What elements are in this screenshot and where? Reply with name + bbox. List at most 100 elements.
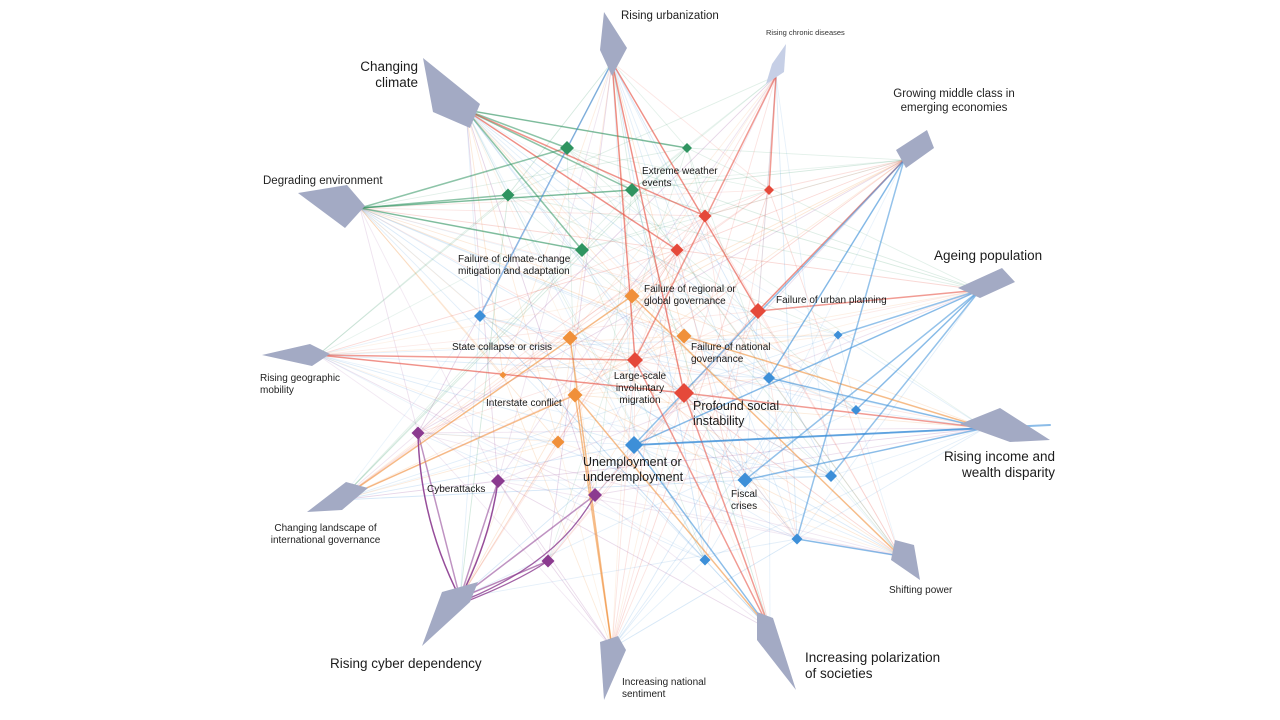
risk-interconnection-line [633, 444, 798, 540]
connection-line-strong [479, 61, 613, 317]
risk-interconnection-line [497, 475, 832, 482]
risk-label-involuntary-migration: Large-scale involuntary migration [613, 371, 667, 406]
risk-interconnection-line [507, 194, 839, 336]
connection-line-faint [317, 354, 635, 446]
connection-line-faint [317, 189, 633, 356]
connection-line-faint [465, 109, 798, 540]
connection-line-faint [359, 207, 635, 446]
risk-diamond-failure-climate [575, 243, 589, 257]
connection-line-faint [465, 109, 770, 379]
risk-diamond-fiscal-crises [737, 472, 753, 488]
risk-interconnection-line [633, 359, 636, 446]
connection-line-faint [686, 147, 981, 291]
connection-line-faint [317, 334, 839, 356]
risk-diamond-eco-e [825, 470, 837, 482]
connection-line-strong [855, 289, 981, 411]
risk-diamond-interstate-conflict [567, 387, 583, 403]
connection-line-faint [611, 61, 770, 191]
connection-line-faint [796, 427, 986, 540]
risk-interconnection-line [547, 335, 685, 562]
connection-line-faint [339, 480, 499, 501]
risk-interconnection-line [757, 310, 798, 540]
connection-line-faint [631, 75, 777, 297]
connection-line-faint [339, 335, 685, 501]
connection-line-faint [465, 109, 481, 317]
connection-line-faint [339, 315, 481, 501]
connection-line-faint [611, 335, 685, 649]
connection-line-faint [317, 315, 481, 356]
connection-line-faint [611, 295, 633, 649]
connection-line-strong [611, 61, 759, 312]
connection-line-faint [359, 207, 633, 297]
connection-line-faint [417, 159, 905, 434]
connection-line-faint [611, 61, 635, 446]
risk-interconnection-line [704, 189, 770, 561]
connection-line-faint [686, 75, 777, 149]
connection-line-faint [611, 61, 832, 477]
risk-interconnection-line [631, 295, 798, 540]
connection-line-faint [497, 480, 613, 649]
trend-label-rising-geographic-mobility: Rising geographic mobility [260, 373, 341, 396]
connection-line-strong [459, 560, 549, 599]
risk-diamond-eco-a [474, 310, 486, 322]
risk-interconnection-line [683, 334, 839, 337]
connection-line-faint [465, 109, 706, 561]
connection-line-faint [502, 61, 613, 376]
connection-line-faint [497, 75, 777, 482]
connection-line-strong [633, 444, 771, 631]
connection-line-strong [359, 147, 568, 209]
risk-interconnection-line [566, 147, 576, 396]
connection-line-faint [837, 334, 986, 429]
connection-line-faint [459, 441, 559, 599]
risk-diamond-env-risk [501, 188, 515, 202]
connection-line-faint [497, 427, 986, 482]
connection-line-faint [704, 427, 986, 561]
connection-line-faint [339, 334, 839, 501]
connection-line-strong [631, 295, 901, 557]
connection-line-strong [768, 75, 777, 191]
connection-line-strong [611, 61, 636, 361]
risk-interconnection-line [574, 249, 678, 396]
trend-label-changing-climate: Changing climate [360, 59, 418, 91]
connection-line-faint [459, 444, 635, 599]
connection-line-faint [417, 432, 613, 649]
risk-diamond-cyberattacks [491, 474, 505, 488]
connection-line-faint [417, 432, 901, 557]
connection-line-faint [317, 354, 596, 496]
connection-line-faint [574, 394, 901, 557]
connection-line-faint [317, 354, 706, 561]
connection-line-faint [676, 159, 905, 251]
trend-shape-degrading-environment [298, 185, 365, 228]
connection-line-strong [634, 359, 771, 631]
connection-line-faint [574, 159, 905, 396]
risk-interconnection-line [417, 215, 706, 434]
connection-line-faint [459, 315, 481, 599]
risk-interconnection-line [507, 194, 832, 477]
connection-line-strong [744, 289, 981, 481]
risk-label-failure-urban-planning: Failure of urban planning [776, 295, 887, 306]
connection-line-faint [507, 194, 981, 291]
connection-line-faint [465, 109, 633, 297]
connection-line-faint [417, 427, 986, 434]
connection-line-faint [547, 75, 777, 562]
risk-diamond-tech-d [541, 554, 555, 568]
connection-line-faint [459, 215, 706, 599]
trend-shape-rising-cyber-dependency [422, 582, 478, 646]
connection-line-faint [574, 394, 986, 429]
connection-line-faint [459, 394, 576, 599]
connection-line-faint [631, 189, 771, 631]
connection-line-strong [768, 159, 905, 379]
risk-interconnection-line [683, 335, 706, 561]
connection-line-faint [569, 75, 777, 339]
connection-line-faint [359, 207, 678, 251]
connection-line-faint [497, 480, 901, 557]
risk-label-fiscal-crises: Fiscal crises [731, 489, 758, 512]
connection-line-strong [465, 109, 706, 217]
trend-shape-changing-landscape-governance [307, 482, 368, 512]
risk-interconnection-line [417, 432, 559, 443]
cyber-curve-line [459, 480, 499, 599]
risk-diamond-tech-c [588, 488, 602, 502]
connection-line-faint [611, 559, 706, 649]
risk-diamond-eco-f [791, 533, 803, 545]
